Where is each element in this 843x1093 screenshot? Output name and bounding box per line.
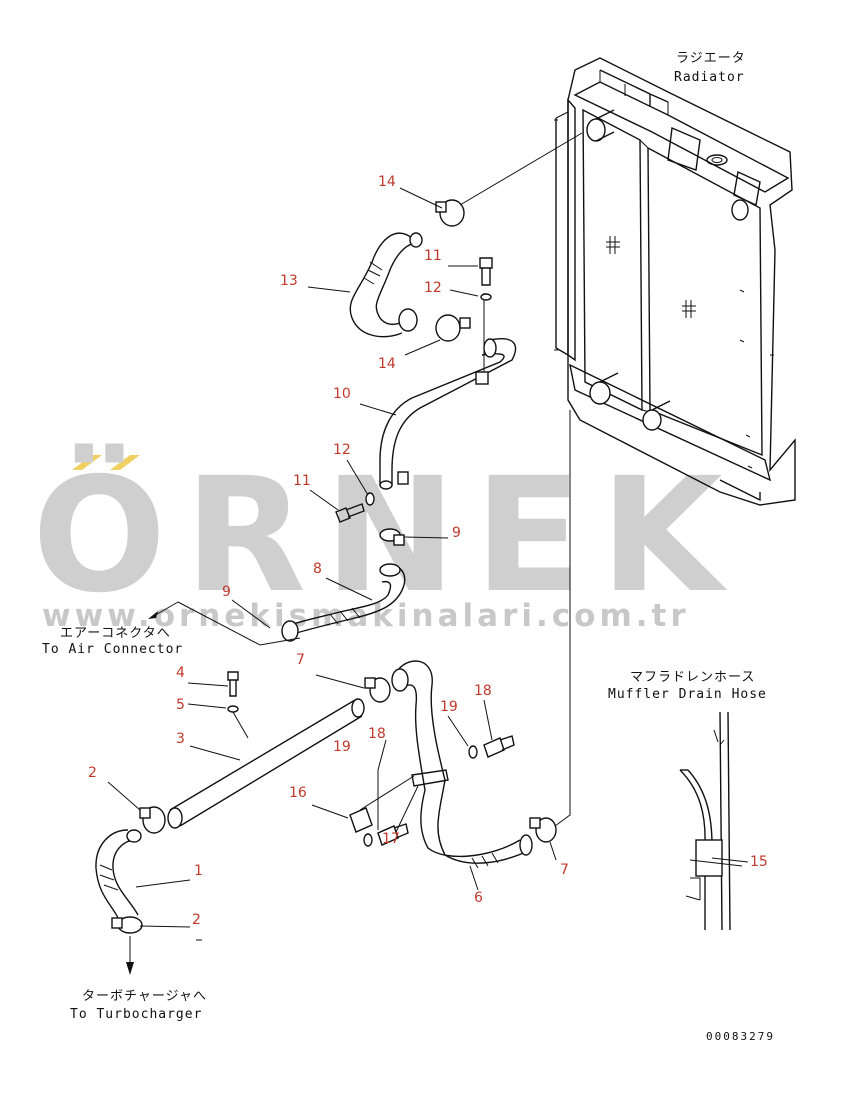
callout-11-lower: 11 xyxy=(293,473,311,489)
muffler-drain-hose-group xyxy=(679,711,743,931)
drawing-number: 00083279 xyxy=(706,1030,775,1043)
hose-6-group xyxy=(349,410,571,869)
watermark-accent-right xyxy=(110,455,140,470)
callout-10: 10 xyxy=(333,386,351,402)
leader-lines xyxy=(107,187,749,941)
callout-6: 6 xyxy=(474,890,483,906)
pipe-10-group xyxy=(335,257,517,546)
callout-7-upper: 7 xyxy=(296,652,305,668)
callout-14-upper: 14 xyxy=(378,174,396,190)
callouts: 14 13 11 12 14 10 12 11 9 8 9 7 4 5 3 18… xyxy=(88,174,768,928)
callout-12-lower: 12 xyxy=(333,442,351,458)
callout-5: 5 xyxy=(176,697,185,713)
upper-hose-group xyxy=(349,132,583,342)
callout-14-lower: 14 xyxy=(378,356,396,372)
callout-2-lower: 2 xyxy=(192,912,201,928)
callout-8: 8 xyxy=(313,561,322,577)
muffler-label-en: Muffler Drain Hose xyxy=(608,687,767,702)
callout-19-left: 19 xyxy=(333,739,351,755)
callout-7-lower: 7 xyxy=(560,862,569,878)
callout-4: 4 xyxy=(176,665,185,681)
callout-3: 3 xyxy=(176,731,185,747)
callout-13: 13 xyxy=(280,273,298,289)
callout-18-right: 18 xyxy=(474,683,492,699)
air-connector-label-en: To Air Connector xyxy=(42,642,183,657)
radiator-label-jp: ラジエータ xyxy=(676,51,746,66)
turbo-label-jp: ターボチャージャへ xyxy=(82,989,207,1004)
callout-17: 17 xyxy=(382,831,400,847)
radiator-assembly xyxy=(554,57,796,506)
callout-15: 15 xyxy=(750,854,768,870)
watermark-brand: ÖRNEK xyxy=(32,442,741,628)
watermark: ÖRNEK www.ornekismakinalari.com.tr xyxy=(32,442,741,634)
callout-11-upper: 11 xyxy=(424,248,442,264)
callout-19-right: 19 xyxy=(440,699,458,715)
hose-8-group xyxy=(148,563,406,646)
watermark-accent-left xyxy=(72,455,102,470)
callout-9-left: 9 xyxy=(222,584,231,600)
pipe-3-group xyxy=(139,671,391,834)
air-connector-label-jp: エアーコネクタへ xyxy=(60,626,171,641)
callout-1: 1 xyxy=(194,863,203,879)
callout-2-upper: 2 xyxy=(88,765,97,781)
callout-12-upper: 12 xyxy=(424,280,442,296)
muffler-label-jp: マフラドレンホース xyxy=(630,670,755,685)
callout-16: 16 xyxy=(289,785,307,801)
radiator-label-en: Radiator xyxy=(674,70,745,85)
callout-9-right: 9 xyxy=(452,525,461,541)
turbo-label-en: To Turbocharger xyxy=(70,1007,202,1022)
callout-18-left: 18 xyxy=(368,726,386,742)
hose-1-group xyxy=(95,829,143,975)
